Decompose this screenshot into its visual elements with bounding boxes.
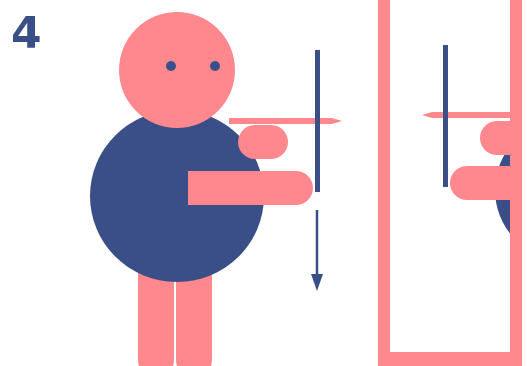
person-head — [119, 12, 235, 128]
left-eye — [166, 61, 176, 71]
step-number: 4 — [11, 8, 42, 59]
back-arm — [238, 125, 288, 159]
right-eye — [210, 61, 220, 71]
front-arm — [188, 171, 313, 205]
vertical-stick — [315, 50, 320, 192]
held-object — [229, 118, 342, 124]
reflection-held-object — [422, 112, 520, 118]
reflection-stick — [443, 45, 448, 187]
down-arrow-icon — [311, 210, 323, 291]
